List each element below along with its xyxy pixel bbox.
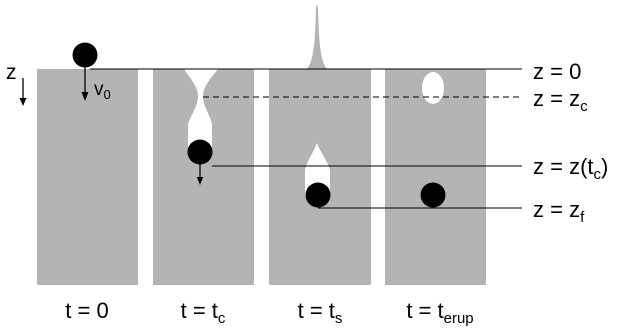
- sinking-arrow-head: [196, 177, 204, 185]
- level-label-surface: z = 0: [533, 59, 581, 84]
- sphere-t0: [72, 42, 98, 68]
- velocity-arrow-head: [81, 92, 89, 101]
- liquid-block-t0: [37, 69, 138, 285]
- liquid-block-terup: [385, 69, 486, 285]
- panel-label-ts: t = ts: [298, 298, 343, 327]
- z-axis-label: z: [6, 61, 17, 84]
- level-label-closure: z = zc: [533, 86, 588, 115]
- panel-label-t0: t = 0: [65, 298, 108, 323]
- velocity-label: v0: [94, 79, 111, 102]
- level-label-pinch: z = z(tc): [533, 154, 608, 183]
- z-axis-arrow-head: [19, 98, 27, 106]
- cavity-tc: [184, 69, 218, 147]
- cavity-ts: [305, 143, 330, 196]
- panel-terup: [385, 69, 486, 285]
- surface-jet: [306, 5, 328, 70]
- trapped-bubble: [422, 72, 444, 104]
- sphere-ts: [305, 182, 331, 208]
- sphere-terup: [420, 182, 446, 208]
- panel-ts: [269, 5, 371, 285]
- panel-t0: [19, 42, 138, 285]
- level-label-final: z = zf: [533, 197, 585, 226]
- sphere-tc: [187, 139, 213, 165]
- panel-tc: [153, 69, 254, 285]
- panel-label-tc: t = tc: [181, 298, 226, 327]
- panel-label-terup: t = terup: [406, 298, 473, 327]
